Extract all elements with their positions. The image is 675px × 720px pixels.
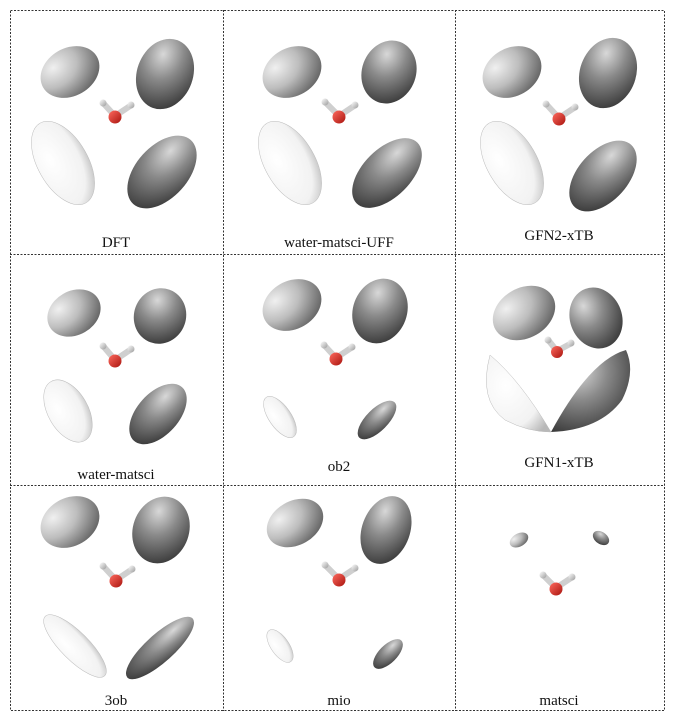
- density-lobe: [482, 46, 542, 98]
- water-molecule: [542, 100, 579, 126]
- density-lobe: [133, 288, 187, 344]
- density-lobe: [129, 383, 187, 445]
- density-lobe: [125, 616, 195, 680]
- density-lobe: [578, 37, 638, 109]
- density-lobe: [592, 530, 610, 546]
- density-lobe: [43, 614, 107, 678]
- density-lobe: [262, 46, 322, 98]
- panel-3ob: 3ob: [40, 496, 195, 709]
- density-lobe: [373, 639, 403, 669]
- density-lobe: [40, 46, 100, 98]
- density-lobe: [569, 287, 623, 349]
- density-lobe: [492, 285, 556, 341]
- panel-ob2: ob2: [262, 278, 408, 475]
- density-lobe: [127, 135, 197, 209]
- density-lobe: [47, 289, 101, 337]
- density-lobe: [509, 532, 529, 548]
- panel-gfn2-xtb: GFN2-xTB: [480, 37, 638, 244]
- panel-water-matsci-uff: water-matsci-UFF: [258, 40, 422, 251]
- density-lobe: [360, 496, 412, 564]
- density-lobe: [352, 278, 408, 344]
- density-lobe: [263, 396, 297, 438]
- density-lobe: [40, 496, 100, 548]
- water-molecule: [544, 336, 575, 358]
- density-lobe: [262, 279, 322, 331]
- water-molecule: [539, 571, 576, 596]
- density-lobe: [132, 496, 190, 564]
- panel-gfn1-xtb: GFN1-xTB: [486, 285, 631, 471]
- density-lobe: [135, 38, 195, 110]
- panel-mio: mio: [266, 496, 412, 709]
- panel-dft: DFT: [31, 38, 197, 251]
- density-lobe: [551, 350, 631, 432]
- density-lobe: [43, 379, 93, 443]
- water-molecule: [321, 98, 359, 124]
- panel-caption: DFT: [102, 235, 130, 251]
- density-lobe: [480, 120, 544, 206]
- panel-water-matsci: water-matsci: [43, 288, 187, 483]
- density-lobe: [266, 629, 294, 663]
- panel-matsci: matsci: [509, 530, 610, 709]
- panel-caption: 3ob: [105, 693, 128, 709]
- panel-caption: ob2: [328, 459, 351, 475]
- density-lobe: [266, 498, 324, 548]
- panel-caption: GFN2-xTB: [524, 228, 593, 244]
- density-lobe: [569, 140, 637, 212]
- density-lobe: [352, 138, 422, 208]
- water-molecule: [99, 99, 135, 124]
- figure-border: [10, 10, 665, 711]
- panel-caption: matsci: [539, 693, 578, 709]
- panel-caption: GFN1-xTB: [524, 455, 593, 471]
- water-molecule: [99, 562, 136, 588]
- water-molecule: [99, 342, 135, 368]
- water-molecule: [320, 341, 356, 366]
- panel-caption: water-matsci: [77, 467, 154, 483]
- density-lobe: [357, 400, 397, 440]
- density-lobe: [486, 354, 552, 433]
- density-lobe: [361, 40, 417, 104]
- density-lobe: [31, 120, 95, 206]
- density-lobe: [258, 120, 322, 206]
- water-molecule: [321, 561, 359, 587]
- panel-caption: water-matsci-UFF: [284, 235, 394, 251]
- panel-caption: mio: [327, 693, 350, 709]
